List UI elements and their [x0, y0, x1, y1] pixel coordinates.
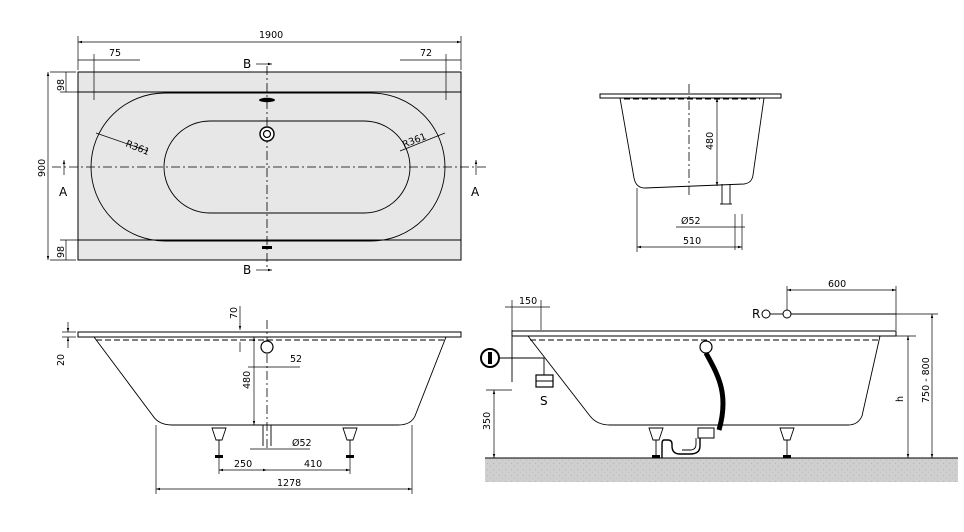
- side-rim-offset: 70: [229, 307, 240, 319]
- install-tub-profile: [527, 335, 881, 426]
- end-tub-profile: [619, 97, 765, 189]
- supply-icon-2: [782, 309, 792, 319]
- side-rim-thickness: 20: [56, 354, 67, 366]
- dim-overall-width: 1900: [259, 30, 283, 41]
- side-rim: [77, 331, 462, 338]
- dim-left-offset: 75: [109, 48, 121, 59]
- rim-inner-outline: [90, 92, 446, 242]
- section-a-left: A: [59, 185, 68, 199]
- install-panel-offset: 150: [519, 296, 537, 307]
- end-rim: [599, 93, 782, 99]
- dim-bottom-offset: 98: [56, 246, 67, 258]
- basin-outline: [163, 120, 411, 214]
- dim-right-offset: 72: [420, 48, 432, 59]
- install-rim: [511, 330, 897, 337]
- section-b-bottom: B: [243, 263, 251, 277]
- supply-icon-1: [761, 309, 771, 319]
- drain-icon: [259, 126, 275, 142]
- floor: [485, 458, 958, 482]
- side-leg-spacing-left: 250: [234, 459, 252, 470]
- section-a-right: A: [471, 185, 480, 199]
- install-floor-clearance: 350: [482, 412, 493, 430]
- install-supply-distance: 600: [828, 279, 846, 290]
- handle-icon: [262, 246, 272, 249]
- install-leg-right: [779, 427, 795, 458]
- overflow-icon: [259, 97, 275, 103]
- install-height-range: 750 - 800: [921, 357, 932, 403]
- side-overflow-icon: [260, 340, 274, 354]
- dim-height: 900: [37, 159, 48, 177]
- end-depth-label: 480: [705, 132, 716, 150]
- top-view: 1900 75 72 900 98 98 R361 R361 A A B: [37, 30, 488, 277]
- side-base-length: 1278: [277, 478, 301, 489]
- side-drain-diameter: Ø52: [292, 438, 312, 449]
- side-view: 70 20 52 480 Ø52 250 410 1278: [56, 306, 462, 494]
- end-drain-diameter: Ø52: [681, 216, 701, 227]
- leg-left: [211, 427, 227, 458]
- install-height-label: h: [895, 396, 906, 402]
- side-depth-label: 480: [242, 371, 253, 389]
- end-base-width: 510: [683, 236, 701, 247]
- side-leg-spacing-right: 410: [304, 459, 322, 470]
- siphon-label: S: [540, 394, 548, 408]
- section-b-top: B: [243, 57, 251, 71]
- tub-outline-top: [77, 71, 462, 261]
- install-view: S 150 R 600: [480, 279, 958, 482]
- supply-label: R: [752, 307, 760, 321]
- side-drain-offset: 52: [290, 354, 302, 365]
- dim-top-offset: 98: [56, 79, 67, 91]
- end-view: 480 Ø52 510: [599, 84, 782, 252]
- install-leg-left: [648, 427, 664, 458]
- overflow-hose: [703, 351, 726, 431]
- side-tub-profile: [93, 336, 447, 426]
- leg-right: [342, 427, 358, 458]
